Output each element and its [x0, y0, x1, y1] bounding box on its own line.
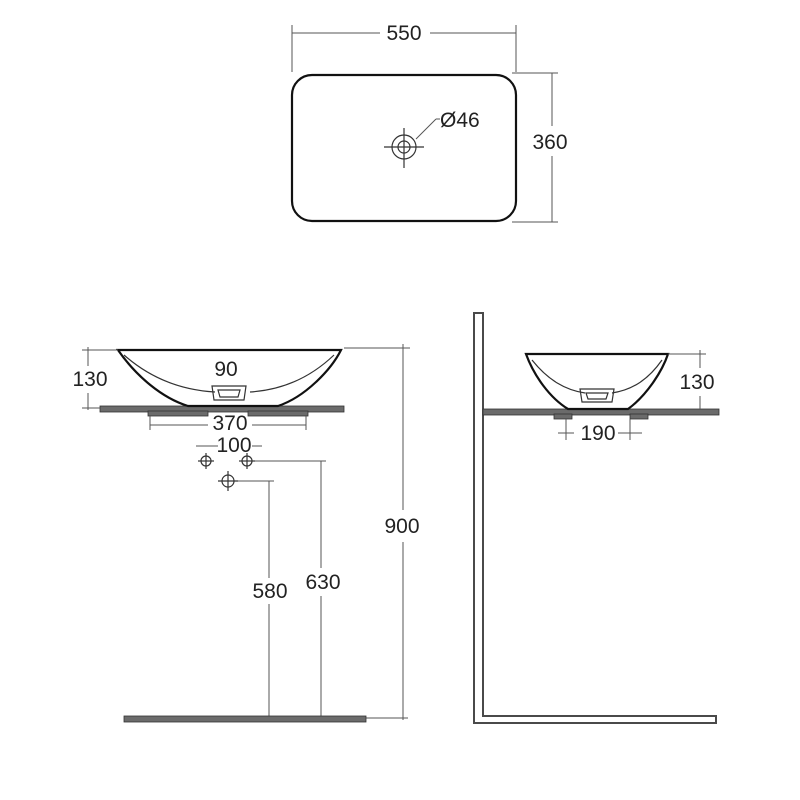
plan-view: Ø46 550 360	[290, 22, 568, 223]
front-dim-90-label: 90	[214, 358, 237, 381]
supply-point-icon	[198, 453, 214, 469]
front-brackets	[147, 410, 309, 417]
front-waste-fitting-icon	[211, 385, 247, 401]
supply-point-icon	[239, 453, 255, 469]
bracket-depth-label: 190	[580, 422, 615, 445]
side-height-label: 130	[679, 371, 714, 394]
bracket-spacing-dimension	[149, 416, 307, 430]
side-view: 130 190	[473, 312, 720, 724]
tap-spacing-label: 100	[216, 434, 251, 457]
waste-height-label: 580	[252, 580, 287, 603]
waste-height-dimension	[238, 480, 274, 716]
front-basin-outline	[115, 348, 343, 408]
plan-depth-dimension	[512, 72, 558, 223]
front-view: 90 130 370 100	[72, 344, 420, 723]
plan-width-dimension	[291, 25, 517, 72]
front-floor	[123, 715, 367, 723]
side-wall-and-floor	[473, 312, 717, 724]
supply-height-label: 630	[305, 571, 340, 594]
bracket-spacing-label: 370	[212, 412, 247, 435]
waste-point-icon	[218, 471, 238, 491]
side-waste-fitting-icon	[579, 388, 615, 403]
waste-diameter-label: Ø46	[440, 109, 480, 132]
bracket-depth-dimension	[558, 419, 642, 440]
side-height-dimension	[668, 350, 706, 410]
waste-outlet-icon	[384, 128, 424, 168]
side-basin-outline	[524, 352, 670, 411]
supply-height-dimension	[255, 460, 326, 716]
mount-height-dimension	[344, 344, 410, 720]
plan-depth-label: 360	[532, 131, 567, 154]
mount-height-label: 900	[384, 515, 419, 538]
front-height-label: 130	[72, 368, 107, 391]
front-height-dimension	[82, 347, 118, 410]
plan-width-label: 550	[386, 22, 421, 45]
